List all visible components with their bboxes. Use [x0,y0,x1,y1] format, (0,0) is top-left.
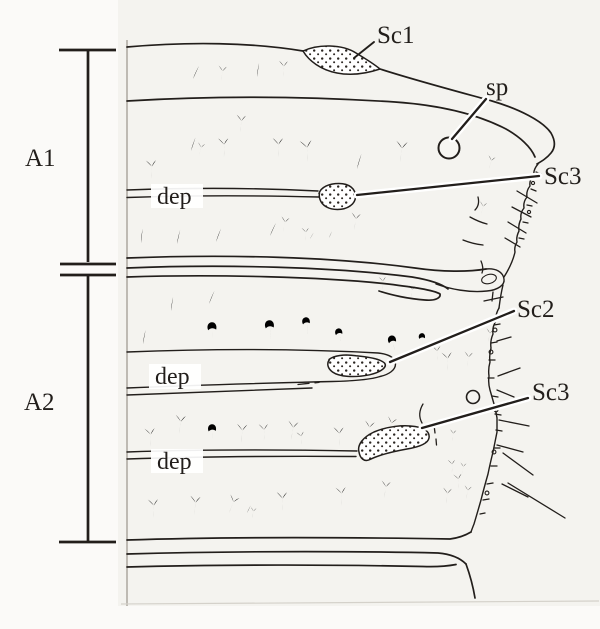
label-sc2: Sc2 [517,296,555,323]
sclerite-sc1 [302,45,381,75]
label-dep-a1: dep [157,184,192,210]
sc1-leader [353,41,375,59]
sc2-leader [388,309,516,364]
dep-a2-upper-label-halo [149,364,201,389]
leader-lines [353,41,541,430]
dep-a1-label-halo [151,184,203,208]
paper-sheet [118,0,600,606]
sclerite-sc3-a2 [357,424,430,462]
label-dep-a2-upper: dep [155,364,190,390]
size-bracket [59,48,116,544]
label-sc3-a1: Sc3 [544,163,582,190]
label-segment-a2: A2 [24,389,55,416]
sclerite-sc2 [327,354,386,378]
sc3-a2-leader [420,396,530,430]
sc3-a1-leader [355,174,541,197]
label-segment-a1: A1 [25,145,56,172]
label-sc3-a2: Sc3 [532,379,570,406]
paper-bottom-edge [120,600,600,605]
sp-leader [450,97,488,141]
sclerite-sc3-a1 [318,182,357,211]
dep-a2-lower-label-halo [151,449,203,473]
label-dep-a2-lower: dep [157,449,192,475]
small-circle [465,389,481,405]
label-sc1: Sc1 [377,22,415,49]
boundary-fold [435,268,505,293]
label-sp: sp [486,74,508,101]
